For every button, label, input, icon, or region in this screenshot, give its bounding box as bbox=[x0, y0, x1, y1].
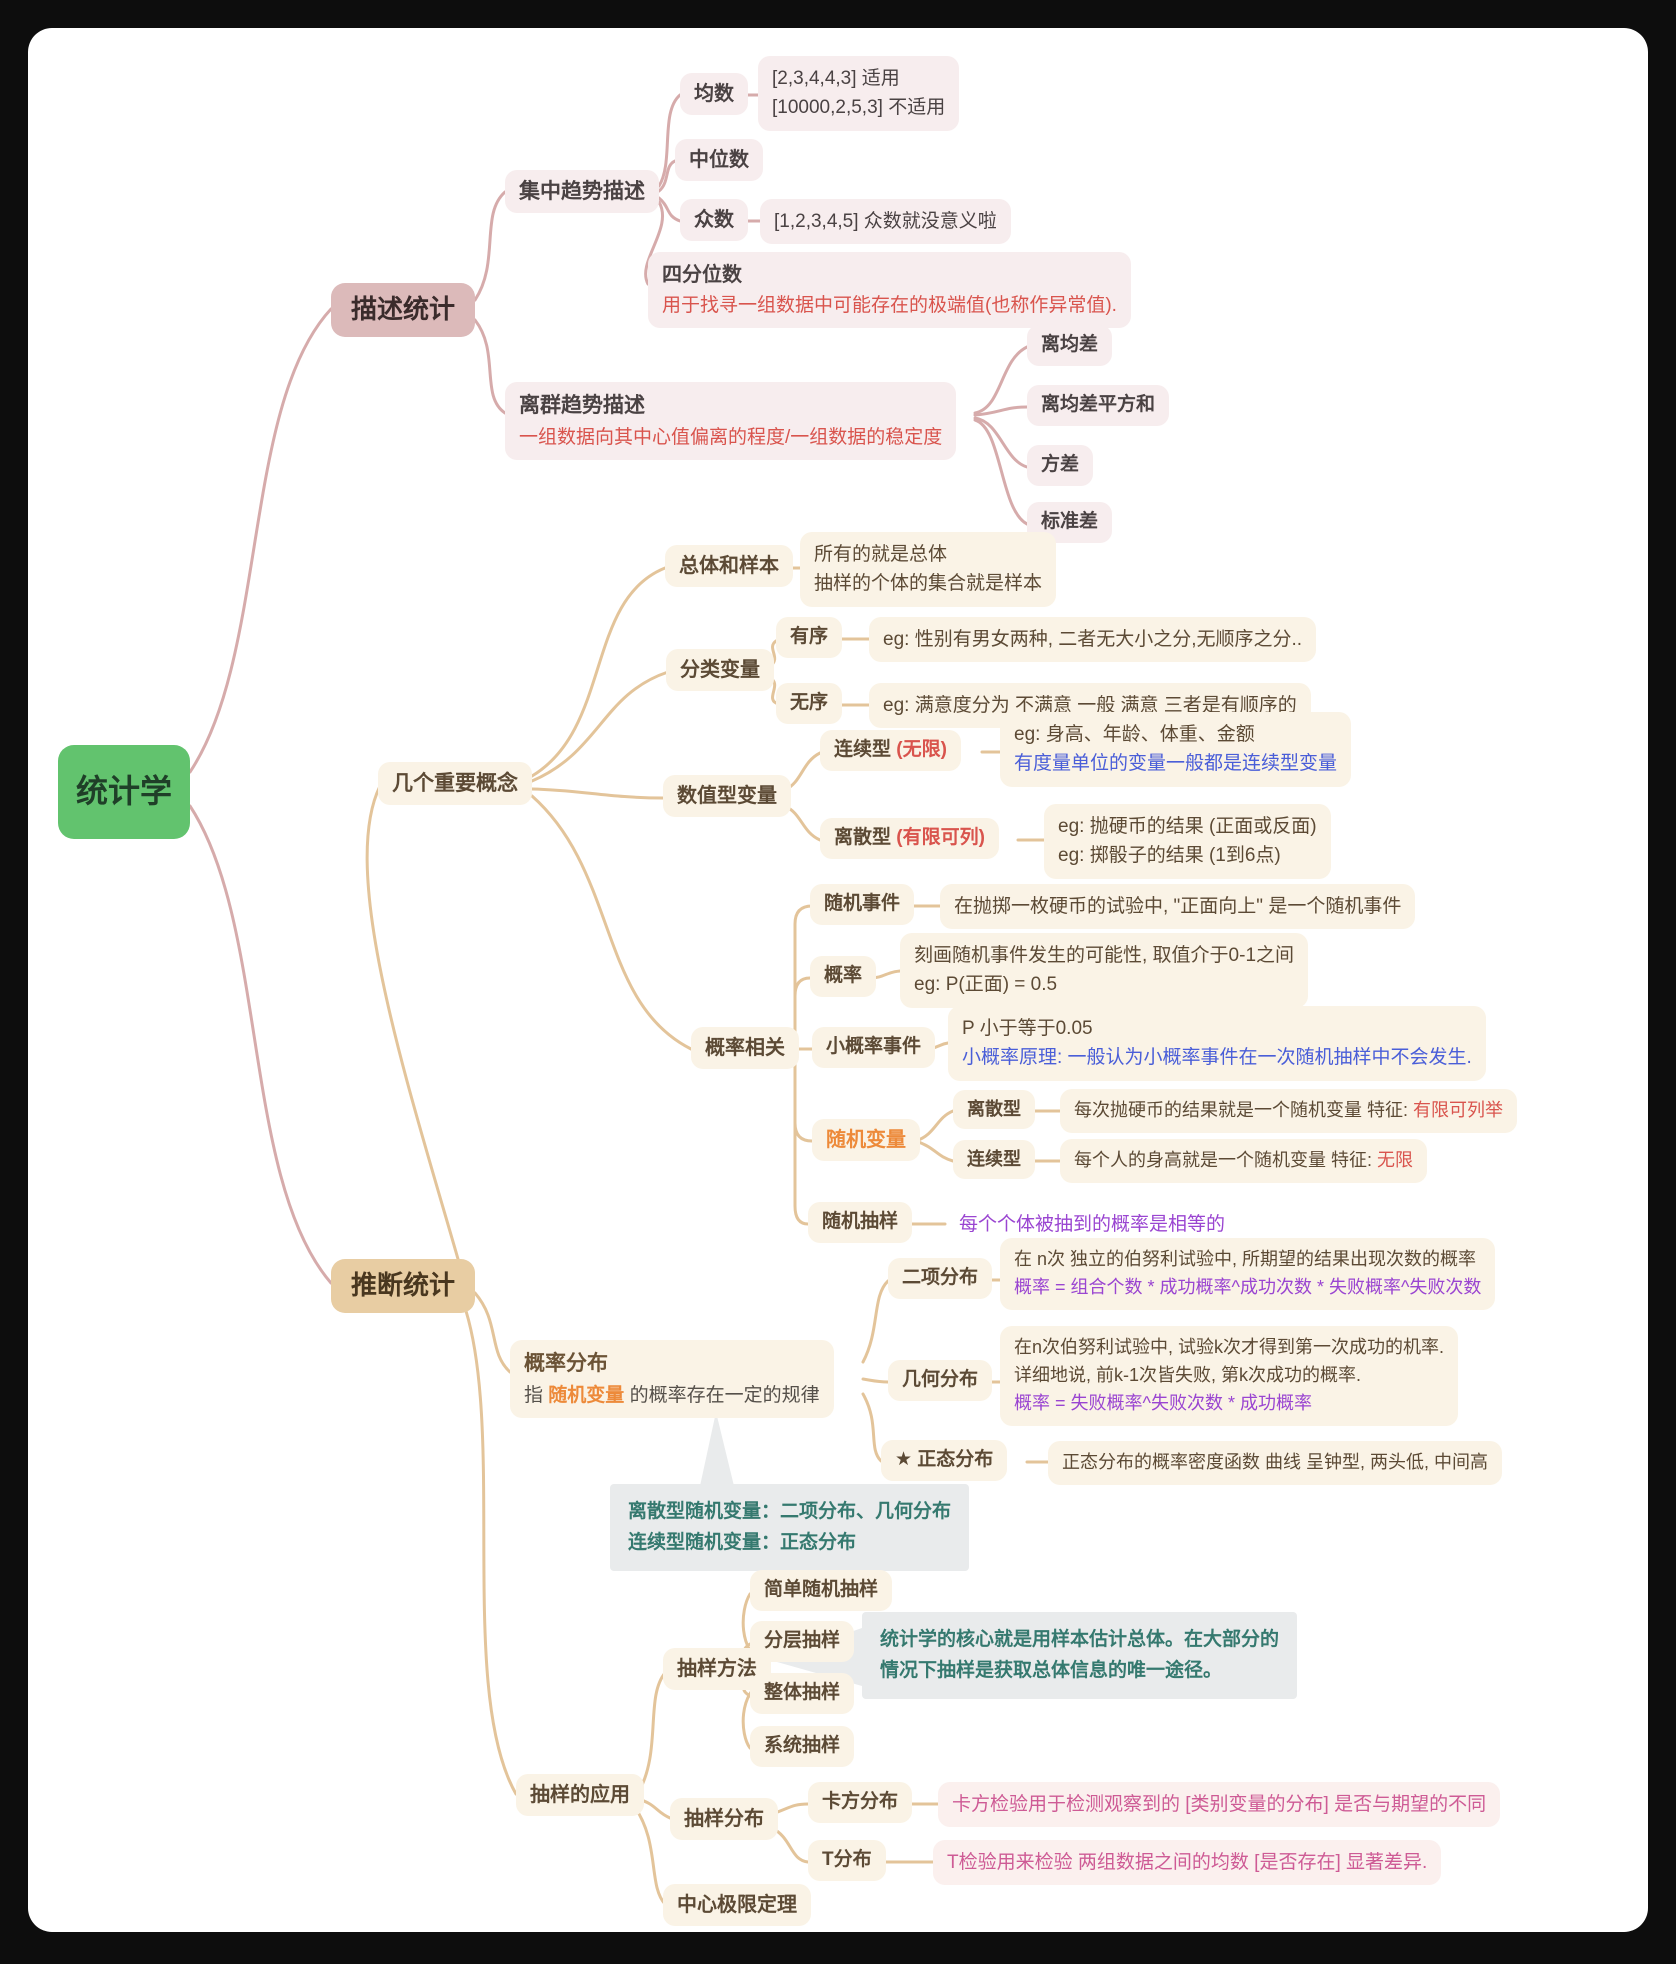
note-discrete-line1: eg: 抛硬币的结果 (正面或反面) bbox=[1058, 816, 1317, 837]
node-sum-squared-deviation[interactable]: 离均差平方和 bbox=[1027, 385, 1170, 426]
note-mean[interactable]: [2,3,4,4,3] 适用 [10000,2,5,3] 不适用 bbox=[758, 56, 960, 131]
node-random-variable[interactable]: 随机变量 bbox=[812, 1119, 920, 1161]
root-node-statistics[interactable]: 统计学 bbox=[58, 745, 191, 839]
node-rv-discrete[interactable]: 离散型 bbox=[953, 1090, 1035, 1130]
note-population-line2: 抽样的个体的集合就是样本 bbox=[814, 573, 1043, 595]
node-probability-distribution[interactable]: 概率分布 指 随机变量 的概率存在一定的规律 bbox=[510, 1340, 834, 1418]
node-cluster-sampling[interactable]: 整体抽样 bbox=[750, 1673, 855, 1714]
node-geometric[interactable]: 几何分布 bbox=[888, 1360, 993, 1401]
node-mean-deviation[interactable]: 离均差 bbox=[1027, 325, 1113, 366]
note-rv-discrete-tag: 有限可列举 bbox=[1413, 1100, 1504, 1120]
node-chi-square[interactable]: 卡方分布 bbox=[808, 1782, 913, 1823]
note-mean-line1: [2,3,4,4,3] 适用 bbox=[772, 68, 900, 89]
node-probability[interactable]: 概率 bbox=[810, 956, 877, 997]
node-binomial[interactable]: 二项分布 bbox=[888, 1258, 993, 1299]
callout-sampling-core[interactable]: 统计学的核心就是用样本估计总体。在大部分的 情况下抽样是获取总体信息的唯一途径。 bbox=[862, 1612, 1298, 1699]
node-categorical-variable[interactable]: 分类变量 bbox=[666, 649, 774, 691]
node-discrete[interactable]: 离散型 (有限可列) bbox=[820, 818, 999, 859]
note-ordered[interactable]: eg: 性别有男女两种, 二者无大小之分,无顺序之分.. bbox=[869, 617, 1317, 663]
node-simple-random-sampling[interactable]: 简单随机抽样 bbox=[750, 1570, 893, 1611]
node-numeric-variable[interactable]: 数值型变量 bbox=[663, 775, 791, 817]
node-mode[interactable]: 众数 bbox=[680, 199, 748, 241]
note-population-line1: 所有的就是总体 bbox=[814, 544, 948, 565]
node-dispersion[interactable]: 离群趋势描述 一组数据向其中心值偏离的程度/一组数据的稳定度 bbox=[505, 382, 957, 460]
note-rv-discrete[interactable]: 每次抛硬币的结果就是一个随机变量 特征: 有限可列举 bbox=[1060, 1089, 1518, 1133]
branch-descriptive[interactable]: 描述统计 bbox=[331, 283, 476, 337]
note-rv-continuous[interactable]: 每个人的身高就是一个随机变量 特征: 无限 bbox=[1060, 1139, 1428, 1183]
node-std-deviation[interactable]: 标准差 bbox=[1027, 502, 1113, 543]
note-small-probability[interactable]: P 小于等于0.05 小概率原理: 一般认为小概率事件在一次随机抽样中不会发生. bbox=[948, 1006, 1486, 1081]
note-binomial[interactable]: 在 n次 独立的伯努利试验中, 所期望的结果出现次数的概率 概率 = 组合个数 … bbox=[1000, 1238, 1496, 1310]
note-geometric-line1: 在n次伯努利试验中, 试验k次才得到第一次成功的机率. bbox=[1014, 1337, 1445, 1357]
node-discrete-tag: (有限可列) bbox=[896, 827, 985, 848]
note-rv-continuous-text: 每个人的身高就是一个随机变量 特征: bbox=[1074, 1150, 1378, 1170]
note-continuous[interactable]: eg: 身高、年龄、体重、金额 有度量单位的变量一般都是连续型变量 bbox=[1000, 712, 1352, 787]
node-quartile-label: 四分位数 bbox=[662, 264, 742, 286]
note-random-sampling[interactable]: 每个个体被抽到的概率是相等的 bbox=[959, 1214, 1226, 1235]
node-probability-related[interactable]: 概率相关 bbox=[691, 1027, 799, 1069]
note-binomial-line1: 在 n次 独立的伯努利试验中, 所期望的结果出现次数的概率 bbox=[1014, 1249, 1477, 1269]
note-t-distribution[interactable]: T检验用来检验 两组数据之间的均数 [是否存在] 显著差异. bbox=[933, 1840, 1442, 1886]
prob-dist-desc-highlight: 随机变量 bbox=[548, 1384, 625, 1406]
node-systematic-sampling[interactable]: 系统抽样 bbox=[750, 1726, 855, 1767]
node-mean[interactable]: 均数 bbox=[680, 73, 748, 115]
note-rv-discrete-text: 每次抛硬币的结果就是一个随机变量 特征: bbox=[1074, 1100, 1414, 1120]
node-central-limit-theorem[interactable]: 中心极限定理 bbox=[663, 1884, 811, 1926]
node-discrete-label: 离散型 bbox=[834, 827, 897, 848]
node-prob-dist-label: 概率分布 bbox=[524, 1352, 608, 1375]
note-discrete-line2: eg: 掷骰子的结果 (1到6点) bbox=[1058, 845, 1281, 867]
note-population-sample[interactable]: 所有的就是总体 抽样的个体的集合就是样本 bbox=[800, 532, 1057, 607]
node-unordered[interactable]: 无序 bbox=[776, 683, 843, 724]
node-small-probability-event[interactable]: 小概率事件 bbox=[812, 1027, 936, 1068]
node-stratified-sampling[interactable]: 分层抽样 bbox=[750, 1621, 855, 1662]
note-probability-line2: eg: P(正面) = 0.5 bbox=[914, 974, 1058, 996]
node-quartile-desc: 用于找寻一组数据中可能存在的极端值(也称作异常值). bbox=[662, 295, 1117, 316]
note-normal-distribution[interactable]: 正态分布的概率密度函数 曲线 呈钟型, 两头低, 中间高 bbox=[1048, 1441, 1503, 1485]
node-continuous[interactable]: 连续型 (无限) bbox=[820, 730, 961, 771]
note-smallprob-line2: 小概率原理: 一般认为小概率事件在一次随机抽样中不会发生. bbox=[962, 1047, 1472, 1069]
callout-dist-line1: 离散型随机变量：二项分布、几何分布 bbox=[628, 1501, 952, 1522]
callout-sampling-line1: 统计学的核心就是用样本估计总体。在大部分的 bbox=[880, 1629, 1280, 1650]
note-discrete[interactable]: eg: 抛硬币的结果 (正面或反面) eg: 掷骰子的结果 (1到6点) bbox=[1044, 804, 1331, 879]
node-variance[interactable]: 方差 bbox=[1027, 445, 1094, 486]
node-population-sample[interactable]: 总体和样本 bbox=[665, 545, 793, 587]
node-dispersion-desc: 一组数据向其中心值偏离的程度/一组数据的稳定度 bbox=[519, 426, 943, 448]
node-central-tendency[interactable]: 集中趋势描述 bbox=[505, 170, 659, 214]
node-random-sampling[interactable]: 随机抽样 bbox=[808, 1202, 913, 1243]
note-chi-square[interactable]: 卡方检验用于检测观察到的 [类别变量的分布] 是否与期望的不同 bbox=[938, 1782, 1501, 1828]
note-geometric-line3: 概率 = 失败概率^失败次数 * 成功概率 bbox=[1014, 1392, 1312, 1413]
node-key-concepts[interactable]: 几个重要概念 bbox=[378, 762, 532, 806]
note-probability-line1: 刻画随机事件发生的可能性, 取值介于0-1之间 bbox=[914, 945, 1295, 966]
node-dispersion-label: 离群趋势描述 bbox=[519, 394, 645, 417]
node-quartile[interactable]: 四分位数 用于找寻一组数据中可能存在的极端值(也称作异常值). bbox=[648, 252, 1131, 329]
node-continuous-tag: (无限) bbox=[896, 739, 947, 760]
note-geometric-line2: 详细地说, 前k-1次皆失败, 第k次成功的概率. bbox=[1014, 1364, 1362, 1385]
node-sampling-distribution[interactable]: 抽样分布 bbox=[670, 1798, 778, 1840]
note-geometric[interactable]: 在n次伯努利试验中, 试验k次才得到第一次成功的机率. 详细地说, 前k-1次皆… bbox=[1000, 1326, 1459, 1426]
callout-distribution-summary[interactable]: 离散型随机变量：二项分布、几何分布 连续型随机变量：正态分布 bbox=[610, 1484, 970, 1571]
node-random-event[interactable]: 随机事件 bbox=[810, 884, 915, 925]
node-rv-continuous[interactable]: 连续型 bbox=[953, 1140, 1035, 1180]
callout-sampling-line2: 情况下抽样是获取总体信息的唯一途径。 bbox=[880, 1660, 1223, 1682]
node-ordered[interactable]: 有序 bbox=[776, 617, 843, 658]
note-random-event[interactable]: 在抛掷一枚硬币的试验中, "正面向上" 是一个随机事件 bbox=[940, 884, 1416, 930]
note-mode[interactable]: [1,2,3,4,5] 众数就没意义啦 bbox=[760, 199, 1011, 245]
note-continuous-line2: 有度量单位的变量一般都是连续型变量 bbox=[1014, 753, 1338, 775]
node-normal-distribution[interactable]: ★ 正态分布 bbox=[881, 1440, 1008, 1481]
node-sampling-application[interactable]: 抽样的应用 bbox=[516, 1774, 644, 1816]
note-smallprob-line1: P 小于等于0.05 bbox=[962, 1018, 1093, 1039]
node-median[interactable]: 中位数 bbox=[675, 139, 763, 181]
node-prob-dist-desc: 指 随机变量 的概率存在一定的规律 bbox=[524, 1384, 820, 1406]
node-continuous-label: 连续型 bbox=[834, 739, 897, 760]
note-mean-line2: [10000,2,5,3] 不适用 bbox=[772, 97, 946, 119]
node-t-distribution[interactable]: T分布 bbox=[808, 1840, 886, 1881]
note-rv-continuous-tag: 无限 bbox=[1377, 1150, 1414, 1170]
callout-dist-line2: 连续型随机变量：正态分布 bbox=[628, 1532, 857, 1554]
note-binomial-line2: 概率 = 组合个数 * 成功概率^成功次数 * 失败概率^失败次数 bbox=[1014, 1276, 1482, 1297]
branch-inferential[interactable]: 推断统计 bbox=[331, 1259, 476, 1313]
note-continuous-line1: eg: 身高、年龄、体重、金额 bbox=[1014, 724, 1255, 745]
note-probability[interactable]: 刻画随机事件发生的可能性, 取值介于0-1之间 eg: P(正面) = 0.5 bbox=[900, 933, 1309, 1008]
